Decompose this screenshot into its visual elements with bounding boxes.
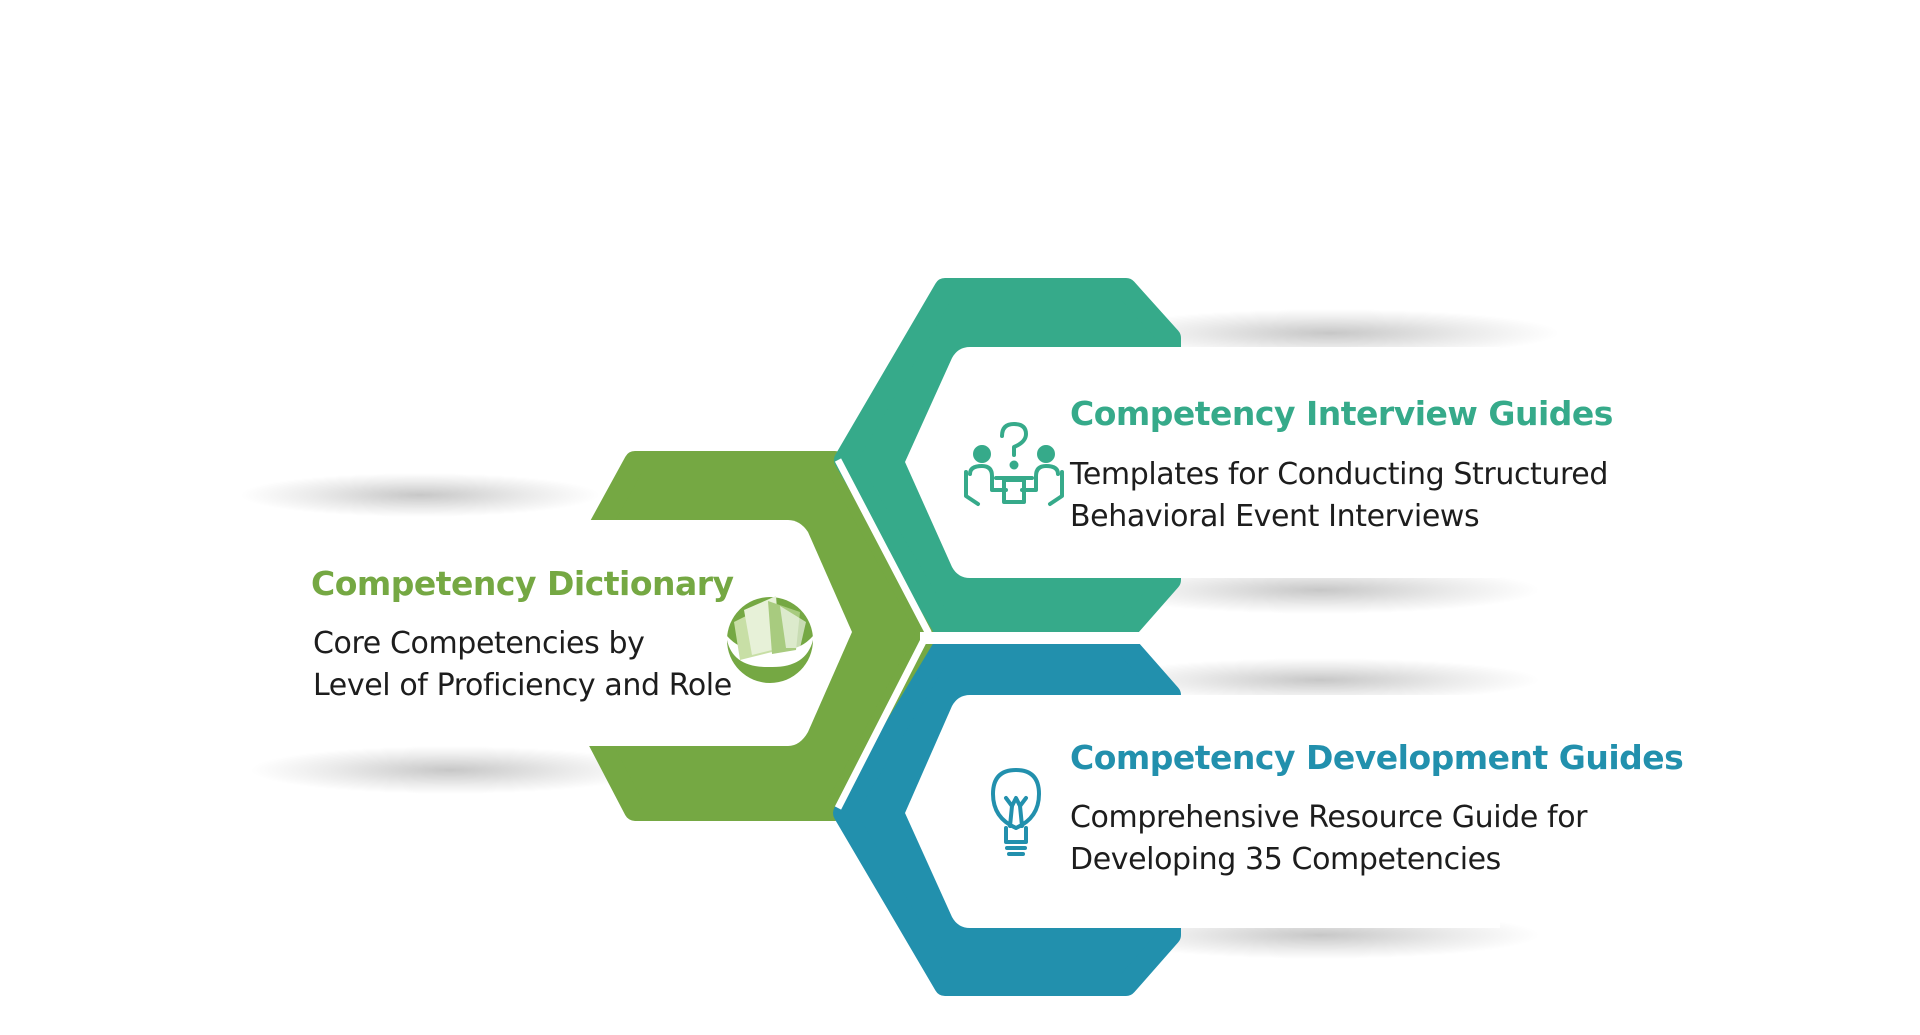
development-description: Comprehensive Resource Guide for Develop… <box>1070 797 1587 881</box>
dictionary-description-line-1: Core Competencies by <box>313 626 645 661</box>
development-description-line-2: Developing 35 Competencies <box>1070 842 1501 877</box>
development-description-line-1: Comprehensive Resource Guide for <box>1070 800 1588 835</box>
light-bulb-icon <box>991 768 1041 856</box>
interview-meeting-icon <box>964 422 1064 506</box>
development-title: Competency Development Guides <box>1070 738 1684 777</box>
dictionary-description: Core Competencies by Level of Proficienc… <box>313 623 732 707</box>
dictionary-card <box>280 520 852 746</box>
dictionary-description-line-2: Level of Proficiency and Role <box>313 668 732 703</box>
development-card <box>905 695 1500 928</box>
open-book-icon <box>727 596 813 683</box>
interview-title: Competency Interview Guides <box>1070 394 1613 433</box>
interview-card <box>905 347 1500 578</box>
interview-description-line-2: Behavioral Event Interviews <box>1070 499 1480 534</box>
dictionary-title: Competency Dictionary <box>311 564 734 603</box>
interview-description: Templates for Conducting Structured Beha… <box>1070 454 1608 538</box>
interview-description-line-1: Templates for Conducting Structured <box>1070 457 1608 492</box>
